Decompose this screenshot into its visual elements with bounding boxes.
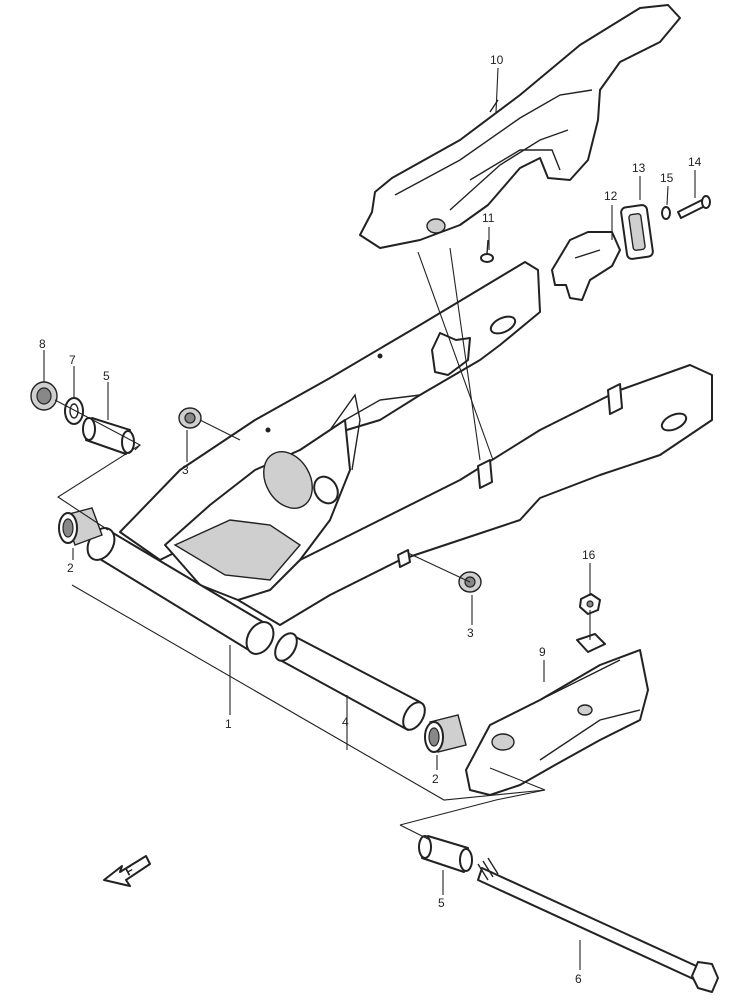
callout-1: 1 <box>225 717 232 731</box>
bracket-9 <box>465 633 649 796</box>
callout-leaders <box>43 67 696 970</box>
chain-guide <box>551 231 621 301</box>
callout-8: 8 <box>39 337 46 351</box>
callout-2-left: 2 <box>67 561 74 575</box>
callout-7: 7 <box>69 353 76 367</box>
assembly-lines <box>54 247 591 841</box>
callout-3-lower: 3 <box>467 626 474 640</box>
chain-case <box>359 4 681 249</box>
callout-4: 4 <box>342 715 349 729</box>
swingarm-body <box>86 261 713 655</box>
callout-labels: 1 2 2 3 3 4 5 5 6 7 8 9 10 11 12 13 14 1… <box>39 53 702 986</box>
bolt-11 <box>480 239 494 263</box>
callout-14: 14 <box>688 155 702 169</box>
callout-5-lower: 5 <box>438 896 445 910</box>
washer-15 <box>661 206 671 220</box>
bushing-3-upper <box>178 407 202 429</box>
callout-2-right: 2 <box>432 772 439 786</box>
callout-6: 6 <box>575 972 582 986</box>
bearing-8 <box>30 381 58 411</box>
callout-10: 10 <box>490 53 504 67</box>
bearing-2-left <box>58 507 103 546</box>
callout-16: 16 <box>582 548 596 562</box>
pivot-shaft-6 <box>477 857 719 993</box>
screw-14 <box>677 195 711 219</box>
callout-13: 13 <box>632 161 646 175</box>
washer-7 <box>64 397 84 425</box>
callout-9: 9 <box>539 645 546 659</box>
callout-3-upper: 3 <box>182 463 189 477</box>
collar-5-upper <box>82 417 135 455</box>
callout-11: 11 <box>482 211 495 225</box>
callout-15: 15 <box>660 171 674 185</box>
spacer-4 <box>274 632 426 731</box>
front-direction-arrow: F <box>103 855 151 887</box>
callout-5-upper: 5 <box>103 369 110 383</box>
bearing-2-right <box>424 714 467 753</box>
nut-16 <box>579 593 601 615</box>
callout-12: 12 <box>604 189 618 203</box>
buffer-13 <box>620 204 654 260</box>
collar-5-lower <box>418 835 473 873</box>
